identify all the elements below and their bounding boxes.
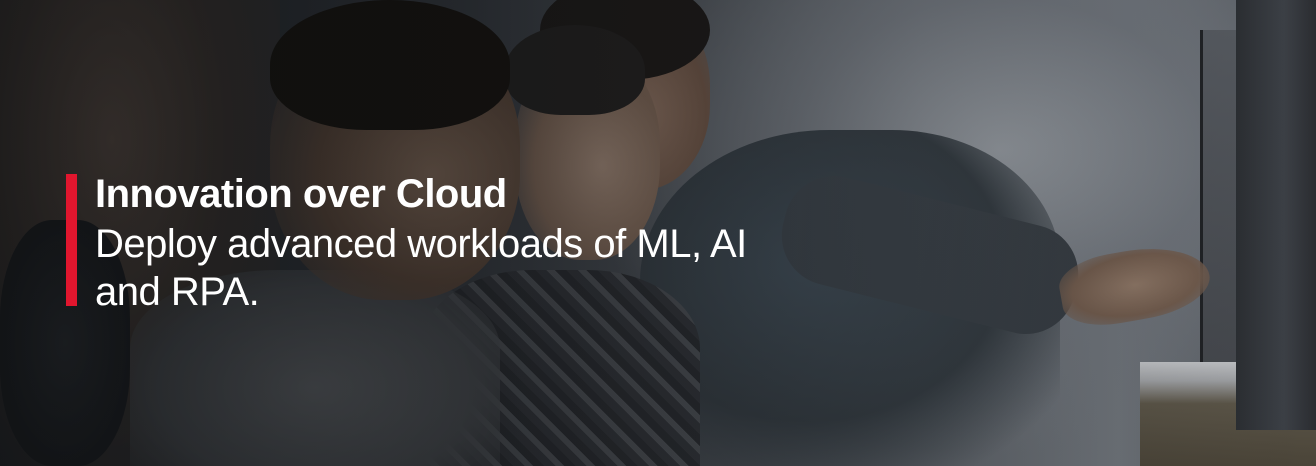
hero-headline: Innovation over Cloud [95,172,507,216]
hero-text-block: Innovation over Cloud Deploy advanced wo… [66,172,755,316]
accent-bar [66,174,77,306]
hero-copy: Innovation over Cloud Deploy advanced wo… [77,172,755,316]
hero-subline: Deploy advanced workloads of ML, AI and … [95,222,747,314]
